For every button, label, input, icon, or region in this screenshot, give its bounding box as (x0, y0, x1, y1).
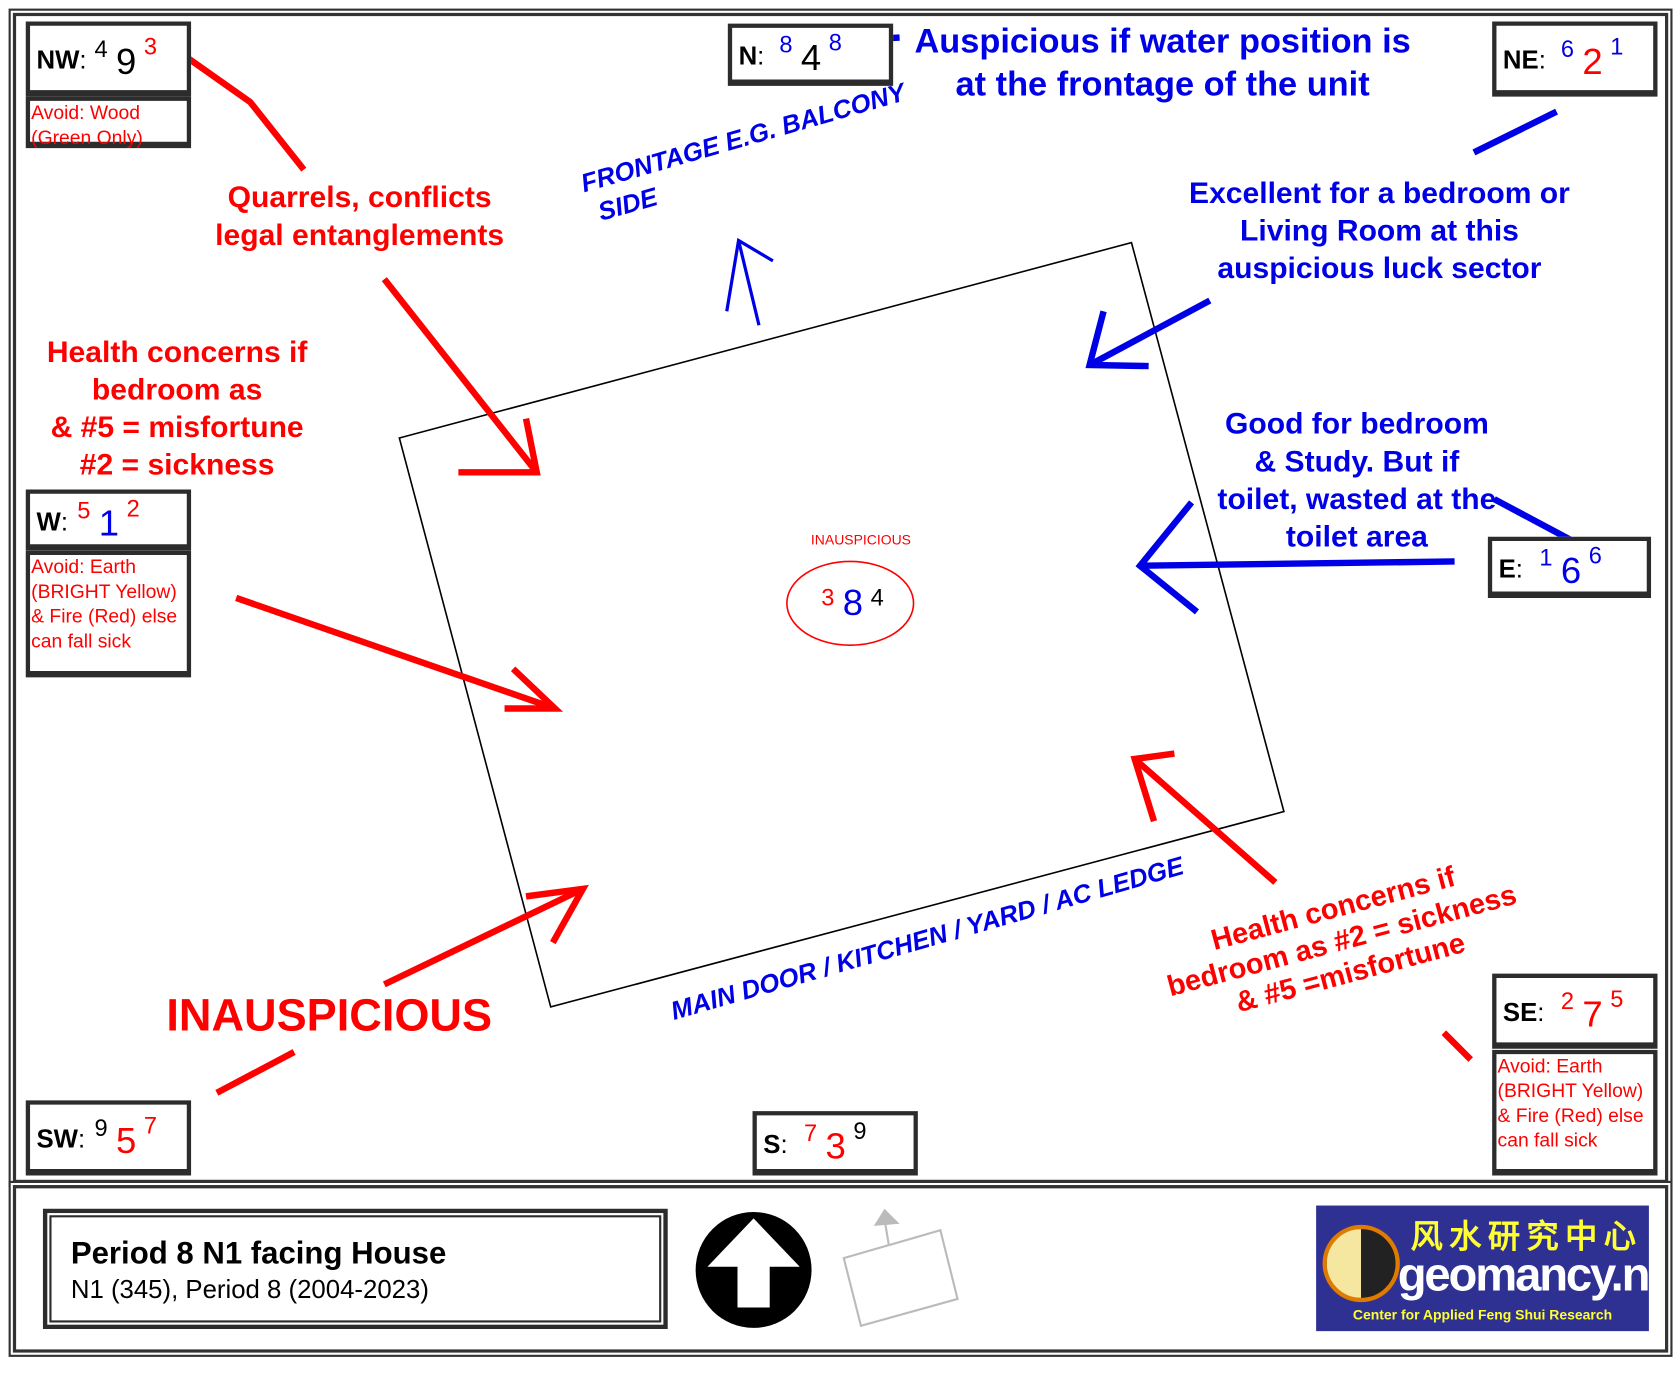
west-arrow (235, 594, 557, 712)
palace-label: SE: (1502, 998, 1545, 1028)
palace-label: NW: (36, 46, 87, 76)
geomancy-logo[interactable]: 风水研究中心 geomancy.net Center for Applied F… (1316, 1205, 1649, 1332)
center-main-star: 8 (842, 582, 864, 624)
mountain-star: 4 (94, 35, 108, 63)
mountain-star: 5 (77, 496, 91, 524)
period-star: 2 (1582, 41, 1603, 83)
avoid-note-se: Avoid: Earth (BRIGHT Yellow) & Fire (Red… (1492, 1049, 1658, 1176)
mountain-star: 1 (1539, 543, 1553, 571)
period-star: 5 (115, 1120, 137, 1162)
water-star: 3 (143, 33, 157, 61)
se-arrow (1132, 756, 1278, 885)
quarrels-arrow-head (458, 418, 541, 476)
palace-label: E: (1498, 554, 1523, 584)
east-arrow-head (1135, 500, 1199, 615)
quarrels-arrow (381, 277, 540, 475)
water-star: 1 (1610, 33, 1624, 61)
avoid-note-w: Avoid: Earth (BRIGHT Yellow) & Fire (Red… (25, 550, 192, 678)
mountain-star: 2 (1560, 987, 1575, 1015)
period-star: 7 (1582, 994, 1603, 1035)
period-star: 3 (825, 1126, 846, 1167)
mountain-star: 7 (804, 1119, 818, 1147)
ne-pointer (1472, 108, 1559, 156)
frontage-arrow-head (725, 237, 774, 312)
se-pointer (1441, 1030, 1473, 1062)
period-star: 6 (1560, 550, 1582, 591)
sw-arrow (382, 885, 585, 988)
palace-label: SW: (36, 1125, 86, 1155)
water-star: 5 (1610, 985, 1624, 1013)
center-label: INAUSPICIOUS (810, 531, 911, 548)
footer-frame (12, 1185, 1669, 1353)
mountain-star: 8 (779, 31, 793, 58)
avoid-note-nw: Avoid: Wood (Green Only) (25, 96, 192, 149)
water-star: 9 (853, 1117, 867, 1145)
center-stars: 3 8 4 (794, 580, 906, 627)
water-note: Auspicious if water position is at the f… (914, 21, 1411, 104)
sw-pointer (215, 1049, 296, 1096)
note-line: bedroom as (91, 372, 263, 406)
house-subtitle: N1 (345), Period 8 (2004-2023) (70, 1275, 429, 1305)
center-left-star: 3 (821, 583, 835, 611)
quarrels-note: Quarrels, conflicts legal entanglements (215, 180, 505, 252)
note-line: & #5 = misfortune (50, 410, 304, 444)
water-star: 6 (1588, 541, 1602, 569)
se-arrow-head (1130, 750, 1175, 823)
title-box: Period 8 N1 facing House N1 (345), Perio… (42, 1208, 668, 1329)
mountain-star: 6 (1560, 35, 1575, 63)
house-title: Period 8 N1 facing House (70, 1236, 447, 1272)
chart-frame (12, 12, 1669, 1183)
period-star: 4 (800, 37, 822, 79)
nw-pointer (175, 47, 307, 172)
water-star: 2 (126, 494, 140, 522)
logo-name: geomancy.net (1397, 1248, 1649, 1302)
palace-label: NE: (1502, 46, 1546, 76)
excellent-note: Excellent for a bedroom or Living Room a… (1189, 176, 1570, 285)
water-star: 7 (143, 1112, 157, 1139)
excellent-arrow (1088, 297, 1212, 368)
logo-tagline: Center for Applied Feng Shui Research (1352, 1306, 1613, 1323)
inauspicious-label: INAUSPICIOUS (166, 989, 493, 1041)
east-pointer (1492, 496, 1577, 545)
palace-label: S: (763, 1130, 788, 1160)
house-outline (398, 241, 1285, 1008)
note-line: Health concerns if (46, 334, 308, 369)
palace-label: W: (36, 507, 68, 537)
west-arrow-head (504, 666, 564, 712)
health-west-note: Health concerns if bedroom as & #5 = mis… (21, 333, 332, 483)
logo-chinese: 风水研究中心 (1410, 1219, 1643, 1255)
sw-arrow-head (525, 884, 589, 945)
good-note: Good for bedroom & Study. But if toilet,… (1217, 406, 1497, 553)
note-line: #2 = sickness (79, 447, 275, 481)
period-star: 1 (98, 502, 120, 544)
center-right-star: 4 (870, 583, 884, 611)
frontage-arrow (737, 240, 761, 326)
period-star: 9 (115, 41, 137, 83)
yin-yang-icon (1322, 1224, 1400, 1303)
excellent-arrow-head (1085, 310, 1149, 370)
water-star: 8 (828, 28, 842, 56)
mountain-star: 9 (94, 1114, 108, 1142)
east-arrow (1140, 558, 1455, 569)
palace-label: N: (738, 41, 765, 71)
center-ellipse (786, 560, 915, 646)
